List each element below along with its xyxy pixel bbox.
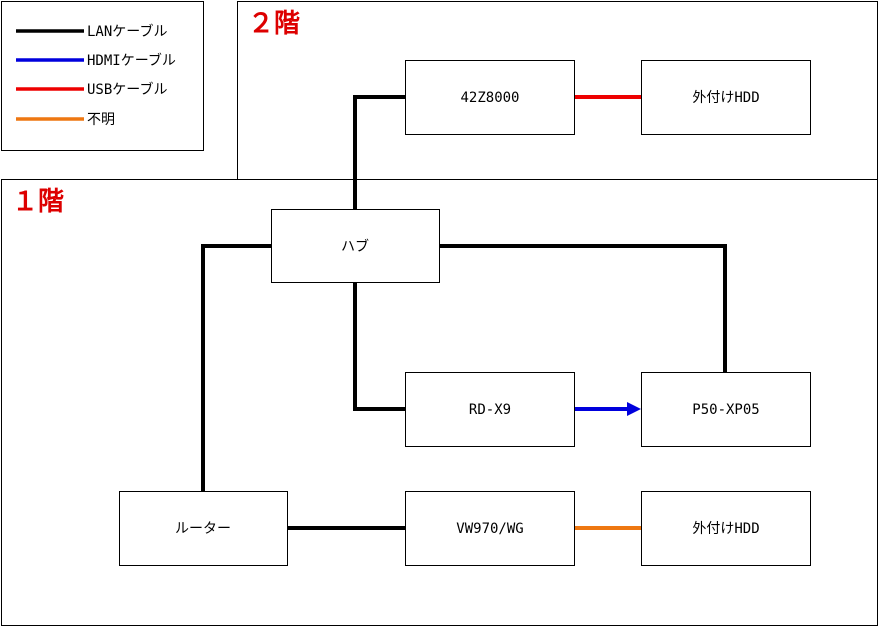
legend-label-usb: USBケーブル	[87, 81, 167, 98]
device-label-hdd-downstairs: 外付けHDD	[692, 521, 759, 537]
device-label-hdd-upstairs: 外付けHDD	[692, 90, 759, 106]
lan-cable-hub-to-rd-x9	[353, 283, 406, 411]
device-label-vw970: VW970/WG	[456, 521, 523, 537]
device-label-rd-x9: RD-X9	[469, 402, 511, 418]
device-router: ルーター	[119, 491, 288, 566]
device-p50-xp05: P50-XP05	[641, 372, 811, 447]
device-label-p50-xp05: P50-XP05	[692, 402, 759, 418]
hdmi-arrowhead	[627, 402, 641, 416]
legend-label-lan: LANケーブル	[87, 23, 167, 40]
device-hdd-upstairs: 外付けHDD	[641, 60, 811, 135]
legend-label-unknown: 不明	[87, 112, 115, 128]
device-label-42z8000: 42Z8000	[460, 90, 519, 106]
second-floor-label: ２階	[248, 9, 300, 39]
legend-label-hdmi: HDMIケーブル	[87, 52, 176, 69]
lan-cable-hub-to-42z8000	[353, 95, 406, 209]
device-hub: ハブ	[271, 209, 440, 283]
lan-cable-hub-to-router	[201, 244, 272, 491]
first-floor-label: １階	[12, 187, 64, 217]
device-42z8000: 42Z8000	[405, 60, 575, 135]
first-floor-region	[1, 179, 878, 626]
device-hdd-downstairs: 外付けHDD	[641, 491, 811, 566]
device-label-router: ルーター	[175, 521, 231, 537]
lan-cable-hub-to-p50-xp05	[439, 244, 727, 372]
legend: LANケーブル HDMIケーブル USBケーブル 不明	[1, 1, 204, 151]
device-label-hub: ハブ	[341, 238, 369, 255]
device-vw970: VW970/WG	[405, 491, 575, 566]
device-rd-x9: RD-X9	[405, 372, 575, 447]
legend-box	[1, 1, 204, 151]
